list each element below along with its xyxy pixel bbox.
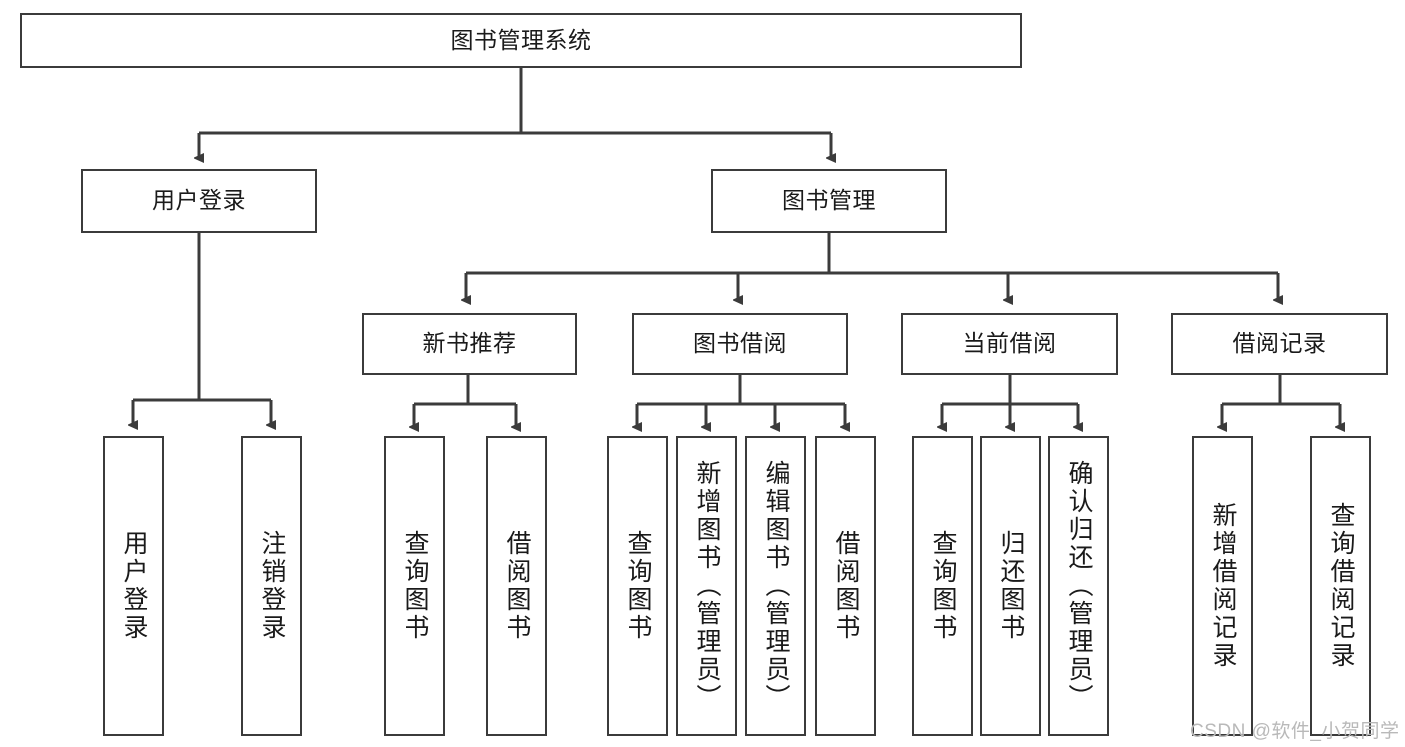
node-label: 当前借阅: [962, 330, 1057, 357]
csdn-watermark: CSDN @软件_小贺同学: [1190, 721, 1400, 742]
node-book-management[interactable]: 图书管理: [711, 169, 947, 233]
leaf-borrow-query-book[interactable]: 查询图书: [607, 436, 668, 736]
node-borrow-record[interactable]: 借阅记录: [1171, 313, 1388, 375]
node-label: 图书管理系统: [450, 26, 592, 53]
leaf-borrow-add-book-admin[interactable]: 新增图书（管理员）: [676, 436, 737, 736]
node-label: 新增图书（管理员）: [693, 460, 721, 712]
node-label: 新增借阅记录: [1209, 502, 1237, 670]
leaf-recommend-borrow-book[interactable]: 借阅图书: [486, 436, 547, 736]
leaf-recommend-query-book[interactable]: 查询图书: [384, 436, 445, 736]
leaf-record-query-record[interactable]: 查询借阅记录: [1310, 436, 1371, 736]
node-label: 查询图书: [624, 530, 652, 642]
node-label: 查询借阅记录: [1327, 502, 1355, 670]
node-label: 查询图书: [401, 530, 429, 642]
node-user-login[interactable]: 用户登录: [81, 169, 317, 233]
leaf-current-confirm-return-admin[interactable]: 确认归还（管理员）: [1048, 436, 1109, 736]
leaf-user-login-login[interactable]: 用户登录: [103, 436, 164, 736]
node-label: 编辑图书（管理员）: [762, 460, 790, 712]
node-label: 注销登录: [258, 530, 286, 642]
node-new-book-recommend[interactable]: 新书推荐: [362, 313, 577, 375]
leaf-current-query-book[interactable]: 查询图书: [912, 436, 973, 736]
node-label: 借阅记录: [1232, 330, 1327, 357]
leaf-current-return-book[interactable]: 归还图书: [980, 436, 1041, 736]
node-label: 借阅图书: [832, 530, 860, 642]
node-label: 确认归还（管理员）: [1065, 460, 1093, 712]
node-label: 用户登录: [152, 187, 246, 214]
node-label: 归还图书: [997, 530, 1025, 642]
node-label: 查询图书: [929, 530, 957, 642]
node-label: 图书借阅: [693, 330, 787, 357]
leaf-borrow-edit-book-admin[interactable]: 编辑图书（管理员）: [745, 436, 806, 736]
node-label: 新书推荐: [422, 330, 517, 357]
node-label: 用户登录: [120, 530, 148, 642]
node-book-borrow[interactable]: 图书借阅: [632, 313, 848, 375]
node-label: 借阅图书: [503, 530, 531, 642]
leaf-user-login-logout[interactable]: 注销登录: [241, 436, 302, 736]
leaf-record-add-record[interactable]: 新增借阅记录: [1192, 436, 1253, 736]
leaf-borrow-borrow-book[interactable]: 借阅图书: [815, 436, 876, 736]
node-current-borrow[interactable]: 当前借阅: [901, 313, 1118, 375]
node-root-system[interactable]: 图书管理系统: [20, 13, 1022, 68]
node-label: 图书管理: [782, 187, 876, 214]
